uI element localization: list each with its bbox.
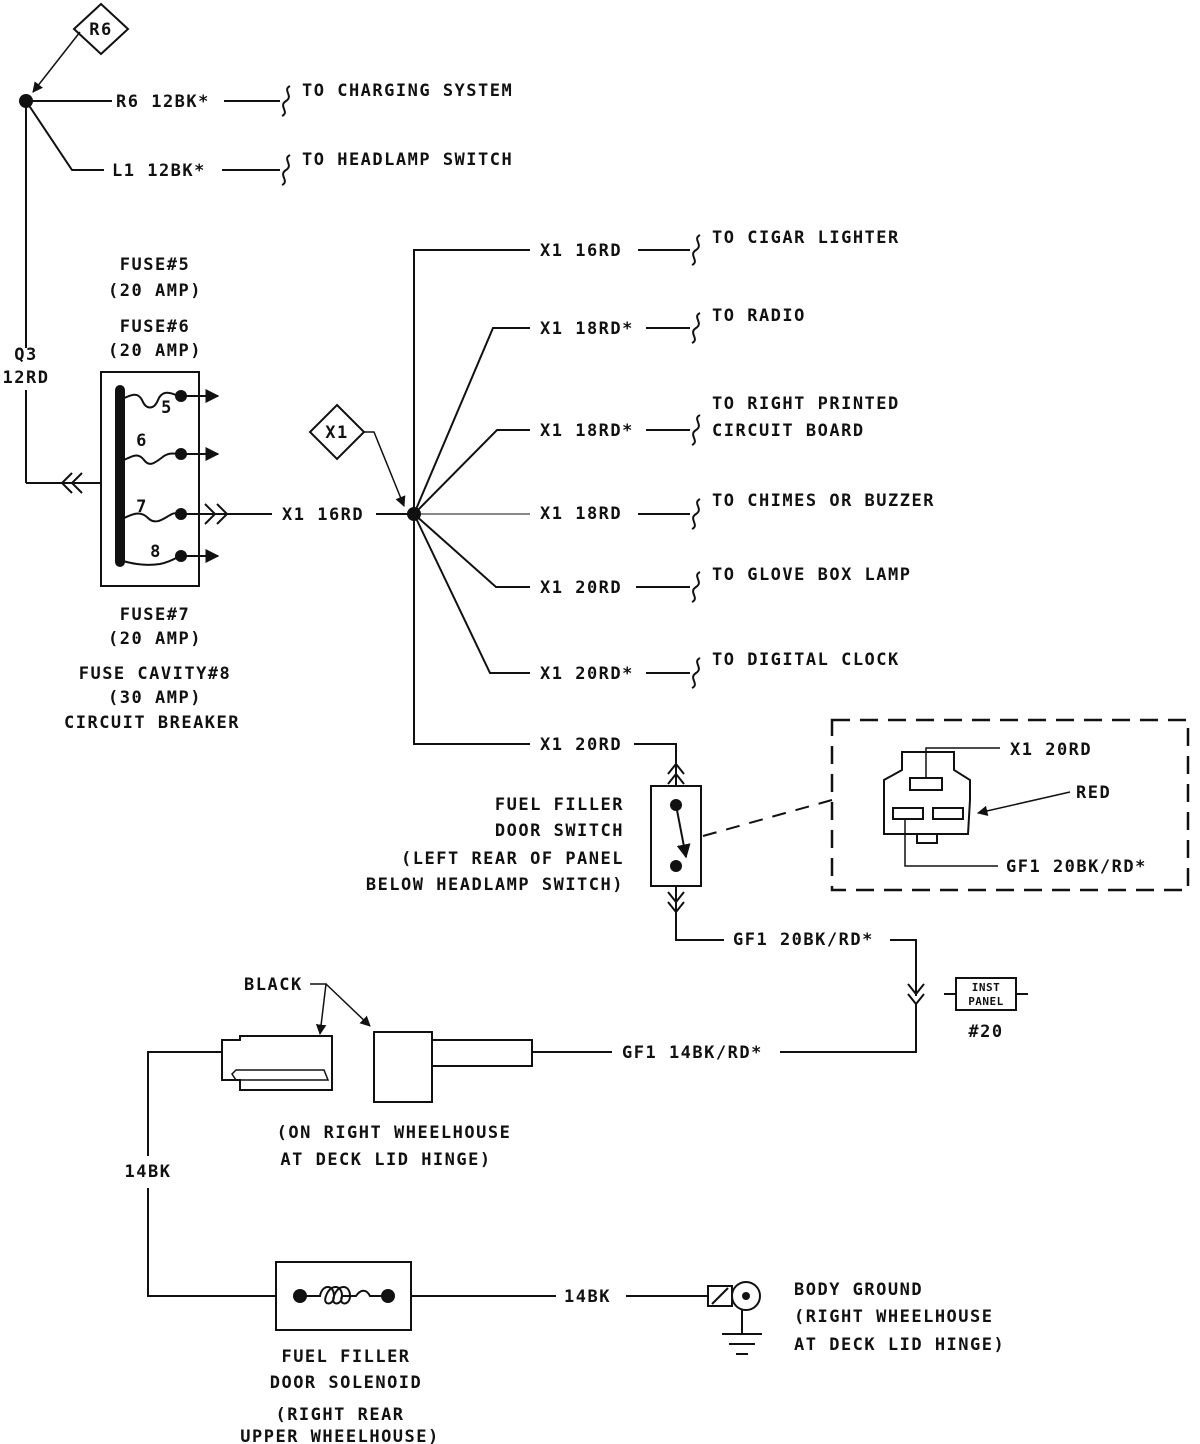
wire-14bk-ground: 14BK — [411, 1287, 708, 1307]
svg-text:(RIGHT WHEELHOUSE: (RIGHT WHEELHOUSE — [794, 1307, 994, 1327]
svg-text:X1 20RD*: X1 20RD* — [540, 664, 634, 684]
branch-digital-clock: X1 20RD* TO DIGITAL CLOCK — [413, 513, 900, 689]
fuse-labels-top: FUSE#5 (20 AMP) FUSE#6 (20 AMP) — [108, 255, 202, 361]
wire-r6-charging: R6 12BK* TO CHARGING SYSTEM — [26, 81, 513, 117]
svg-text:TO CHIMES OR BUZZER: TO CHIMES OR BUZZER — [712, 491, 935, 511]
svg-text:14BK: 14BK — [125, 1162, 172, 1182]
svg-text:GF1 20BK/RD*: GF1 20BK/RD* — [733, 930, 874, 950]
svg-text:RED: RED — [1076, 783, 1111, 803]
fuel-filler-door-solenoid — [275, 1261, 412, 1331]
svg-text:CIRCUIT BOARD: CIRCUIT BOARD — [712, 421, 865, 441]
solenoid-label: FUEL FILLER DOOR SOLENOID (RIGHT REAR UP… — [240, 1347, 440, 1444]
wire-l1-headlamp: L1 12BK* TO HEADLAMP SWITCH — [25, 100, 513, 186]
svg-text:TO DIGITAL CLOCK: TO DIGITAL CLOCK — [712, 650, 900, 670]
svg-text:TO CIGAR LIGHTER: TO CIGAR LIGHTER — [712, 228, 900, 248]
svg-text:(LEFT REAR OF PANEL: (LEFT REAR OF PANEL — [401, 849, 624, 869]
svg-text:6: 6 — [136, 431, 148, 451]
svg-text:X1 16RD: X1 16RD — [282, 505, 364, 525]
branch-glove-box: X1 20RD TO GLOVE BOX LAMP — [413, 513, 912, 603]
svg-text:(30 AMP): (30 AMP) — [108, 688, 202, 708]
body-ground-icon — [707, 1281, 762, 1355]
svg-text:(20 AMP): (20 AMP) — [108, 629, 202, 649]
svg-text:UPPER WHEELHOUSE): UPPER WHEELHOUSE) — [240, 1427, 440, 1444]
r6-marker: R6 — [72, 2, 130, 56]
svg-text:DOOR SWITCH: DOOR SWITCH — [495, 821, 624, 841]
wire-14bk-down: 14BK — [125, 1051, 278, 1297]
connector-detail-box: X1 20RD RED GF1 20BK/RD* — [830, 718, 1190, 892]
x1-marker: X1 — [308, 403, 366, 461]
svg-text:CIRCUIT BREAKER: CIRCUIT BREAKER — [64, 713, 240, 733]
svg-text:5: 5 — [161, 398, 173, 418]
fuse-block: 5 6 7 8 — [100, 371, 220, 587]
rear-connector — [221, 1031, 533, 1103]
fuel-switch-label: FUEL FILLER DOOR SWITCH (LEFT REAR OF PA… — [366, 795, 624, 895]
svg-text:7: 7 — [136, 497, 148, 517]
wire-x1-main: X1 16RD — [181, 503, 414, 525]
svg-text:DOOR SOLENOID: DOOR SOLENOID — [270, 1373, 423, 1393]
rear-connector-location: (ON RIGHT WHEELHOUSE AT DECK LID HINGE) — [277, 1123, 512, 1170]
svg-text:12RD: 12RD — [3, 368, 50, 388]
svg-text:(RIGHT REAR: (RIGHT REAR — [275, 1405, 404, 1425]
x1-pointer-arrow — [364, 431, 406, 507]
svg-text:X1 18RD: X1 18RD — [540, 504, 622, 524]
svg-text:FUSE CAVITY#8: FUSE CAVITY#8 — [79, 664, 232, 684]
svg-text:X1 20RD: X1 20RD — [1010, 740, 1092, 760]
svg-text:(20 AMP): (20 AMP) — [108, 281, 202, 301]
rear-connector-color: BLACK — [244, 975, 371, 1036]
svg-text:AT DECK LID HINGE): AT DECK LID HINGE) — [280, 1150, 491, 1170]
branch-radio: X1 18RD* TO RADIO — [413, 306, 806, 515]
svg-text:14BK: 14BK — [564, 1287, 611, 1307]
svg-text:8: 8 — [150, 542, 162, 562]
branch-fuel-switch-feed: X1 20RD — [413, 514, 685, 786]
svg-text:GF1 14BK/RD*: GF1 14BK/RD* — [622, 1043, 763, 1063]
svg-text:PANEL: PANEL — [968, 995, 1004, 1008]
svg-text:FUEL FILLER: FUEL FILLER — [495, 795, 624, 815]
svg-text:(20 AMP): (20 AMP) — [108, 341, 202, 361]
inst-panel-connector: INST PANEL #20 — [944, 977, 1028, 1042]
svg-text:BODY GROUND: BODY GROUND — [794, 1280, 923, 1300]
body-ground-label: BODY GROUND (RIGHT WHEELHOUSE AT DECK LI… — [794, 1280, 1005, 1355]
svg-text:INST: INST — [972, 981, 1001, 994]
svg-text:L1 12BK*: L1 12BK* — [112, 161, 206, 181]
r6-pointer-arrow — [32, 31, 81, 93]
svg-text:TO RADIO: TO RADIO — [712, 306, 806, 326]
svg-text:Q3: Q3 — [14, 345, 37, 365]
svg-text:GF1 20BK/RD*: GF1 20BK/RD* — [1006, 857, 1147, 877]
svg-text:R6 12BK*: R6 12BK* — [116, 92, 210, 112]
fuse-labels-bottom: FUSE#7 (20 AMP) FUSE CAVITY#8 (30 AMP) C… — [64, 605, 240, 733]
svg-text:FUSE#7: FUSE#7 — [120, 605, 190, 625]
wire-gf1-panel-to-rear: GF1 14BK/RD* — [532, 1043, 763, 1063]
connector-chevron — [60, 472, 83, 494]
fuel-filler-door-switch — [650, 785, 702, 887]
svg-text:TO CHARGING SYSTEM: TO CHARGING SYSTEM — [302, 81, 513, 101]
svg-text:TO HEADLAMP SWITCH: TO HEADLAMP SWITCH — [302, 150, 513, 170]
svg-text:BLACK: BLACK — [244, 975, 303, 995]
svg-text:X1 20RD: X1 20RD — [540, 735, 622, 755]
svg-text:(ON RIGHT WHEELHOUSE: (ON RIGHT WHEELHOUSE — [277, 1123, 512, 1143]
svg-text:X1 16RD: X1 16RD — [540, 241, 622, 261]
wire-gf1-switch-to-panel: GF1 20BK/RD* — [667, 886, 925, 1053]
svg-text:FUSE#5: FUSE#5 — [120, 255, 190, 275]
svg-text:X1: X1 — [325, 423, 348, 443]
branch-chimes: X1 18RD TO CHIMES OR BUZZER — [414, 491, 935, 530]
svg-text:X1 20RD: X1 20RD — [540, 578, 622, 598]
svg-text:BELOW HEADLAMP SWITCH): BELOW HEADLAMP SWITCH) — [366, 875, 624, 895]
detail-leader-line — [702, 799, 833, 837]
branch-cigar-lighter: X1 16RD TO CIGAR LIGHTER — [413, 228, 900, 514]
svg-text:TO RIGHT PRINTED: TO RIGHT PRINTED — [712, 394, 900, 414]
svg-text:X1 18RD*: X1 18RD* — [540, 421, 634, 441]
svg-text:TO GLOVE BOX LAMP: TO GLOVE BOX LAMP — [712, 565, 912, 585]
branch-printed-circuit: X1 18RD* TO RIGHT PRINTED CIRCUIT BOARD — [413, 394, 900, 515]
svg-text:AT DECK LID HINGE): AT DECK LID HINGE) — [794, 1335, 1005, 1355]
svg-text:FUEL FILLER: FUEL FILLER — [281, 1347, 410, 1367]
svg-text:#20: #20 — [968, 1022, 1003, 1042]
solenoid-coil-icon — [300, 1286, 388, 1305]
svg-text:R6: R6 — [89, 20, 112, 40]
svg-text:X1 18RD*: X1 18RD* — [540, 319, 634, 339]
svg-text:FUSE#6: FUSE#6 — [120, 317, 190, 337]
